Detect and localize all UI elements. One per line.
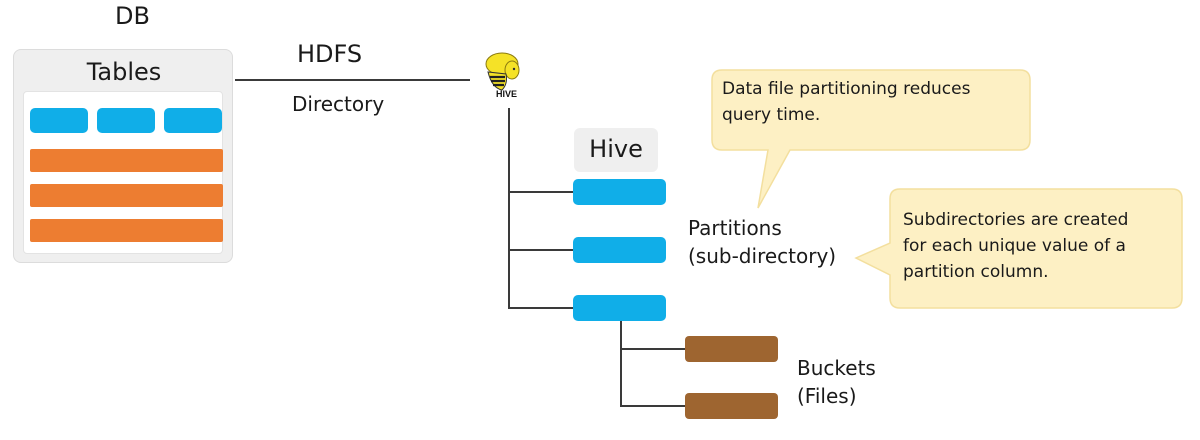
callout-subdirectories: Subdirectories are created for each uniq… [903, 207, 1128, 285]
row-bar [30, 219, 223, 242]
buckets-label-line2: (Files) [797, 384, 857, 408]
bucket-file [685, 336, 778, 362]
row-bar [30, 149, 223, 172]
bucket-branch-line [620, 405, 686, 407]
callout-subdirectories-line3: partition column. [903, 262, 1049, 282]
hdfs-connector-line [235, 79, 470, 81]
hive-label-box [574, 128, 658, 172]
buckets-label: Buckets (Files) [797, 354, 876, 410]
column-chip [97, 108, 155, 133]
partitions-label: Partitions (sub-directory) [688, 214, 836, 270]
row-bar [30, 184, 223, 207]
tree-trunk-line [508, 108, 510, 308]
hive-logo-text: HIVE [496, 89, 517, 99]
partition-chip [573, 295, 666, 321]
column-chip [30, 108, 88, 133]
callout-query-time: Data file partitioning reduces query tim… [722, 76, 970, 128]
callout-subdirectories-line1: Subdirectories are created [903, 210, 1129, 230]
directory-label: Directory [292, 92, 385, 116]
callout-subdirectories-line2: for each unique value of a [903, 236, 1126, 256]
hdfs-label: HDFS [297, 40, 363, 68]
callout-query-time-line1: Data file partitioning reduces [722, 79, 971, 99]
column-chip [164, 108, 222, 133]
db-title: DB [115, 2, 150, 30]
partitions-label-line2: (sub-directory) [688, 244, 837, 268]
partition-chip [573, 179, 666, 205]
branch-line [508, 249, 574, 251]
hive-label: Hive [589, 135, 643, 163]
buckets-label-line1: Buckets [797, 356, 876, 380]
callout-query-time-bubble [711, 69, 1031, 209]
tables-title: Tables [86, 58, 162, 86]
branch-line [508, 191, 574, 193]
callout-query-time-line2: query time. [722, 105, 821, 125]
bucket-file [685, 393, 778, 419]
partition-chip [573, 237, 666, 263]
tables-box: Tables [13, 49, 233, 263]
bucket-branch-line [620, 348, 686, 350]
callout-subdirectories-bubble [854, 188, 1183, 309]
bucket-trunk-line [620, 321, 622, 407]
partitions-label-line1: Partitions [688, 216, 782, 240]
branch-line [508, 307, 574, 309]
table-grid [23, 91, 223, 254]
hive-logo-icon: HIVE [485, 52, 520, 99]
